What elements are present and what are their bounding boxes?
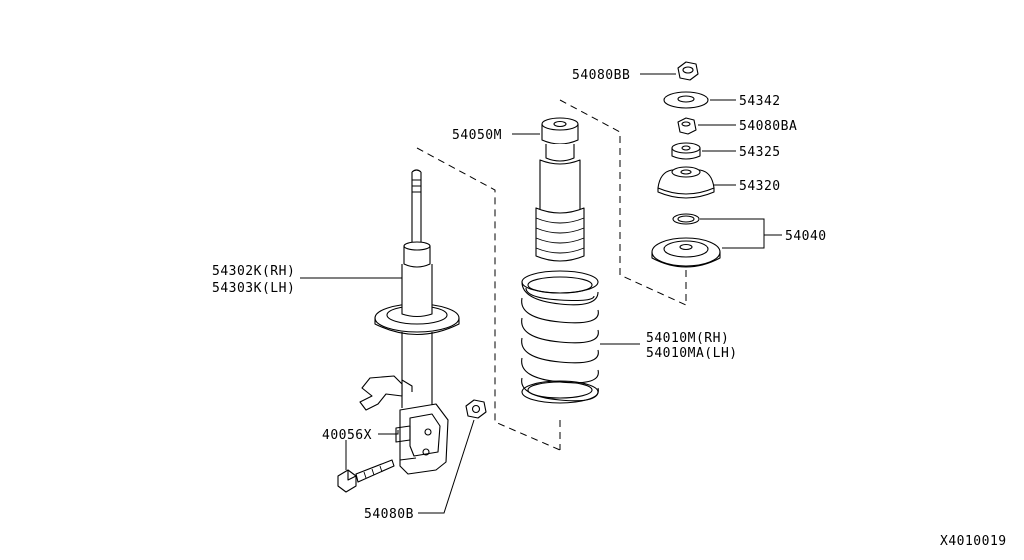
label-spring-lh: 54010MA(LH) (646, 346, 738, 361)
label-washer-top: 54342 (739, 94, 781, 109)
bearing-seat-part (651, 237, 721, 268)
strut-assembly (359, 169, 460, 475)
diagram-id: X4010019 (940, 534, 1007, 549)
bearing-ring-part (672, 213, 700, 225)
lower-nut-part (465, 399, 487, 419)
label-spring-rh: 54010M(RH) (646, 331, 729, 346)
assembly-guide-lines (416, 99, 687, 451)
label-nut-mid: 54080BA (739, 119, 797, 134)
mount-insulator-part (657, 166, 715, 199)
part-labels: 54080BB 54342 54080BA 54325 54320 54040 … (212, 68, 1007, 549)
leader-lines (300, 73, 782, 514)
label-bolt: 40056X (322, 428, 372, 443)
label-strut-rh: 54302K(RH) (212, 264, 295, 279)
coil-spring-part (521, 270, 599, 404)
mid-nut-part (677, 117, 697, 135)
bushing-part (671, 142, 701, 160)
label-strut-lh: 54303K(LH) (212, 281, 295, 296)
top-washer-part (663, 91, 709, 109)
bolt-part (337, 459, 395, 493)
label-bump-stop: 54050M (452, 128, 502, 143)
bump-stop-part (535, 117, 585, 262)
label-mount-insulator: 54320 (739, 179, 781, 194)
label-bearing-set: 54040 (785, 229, 827, 244)
label-bushing: 54325 (739, 145, 781, 160)
label-nut-lower: 54080B (364, 507, 414, 522)
top-nut-part (677, 61, 699, 81)
label-nut-top: 54080BB (572, 68, 630, 83)
